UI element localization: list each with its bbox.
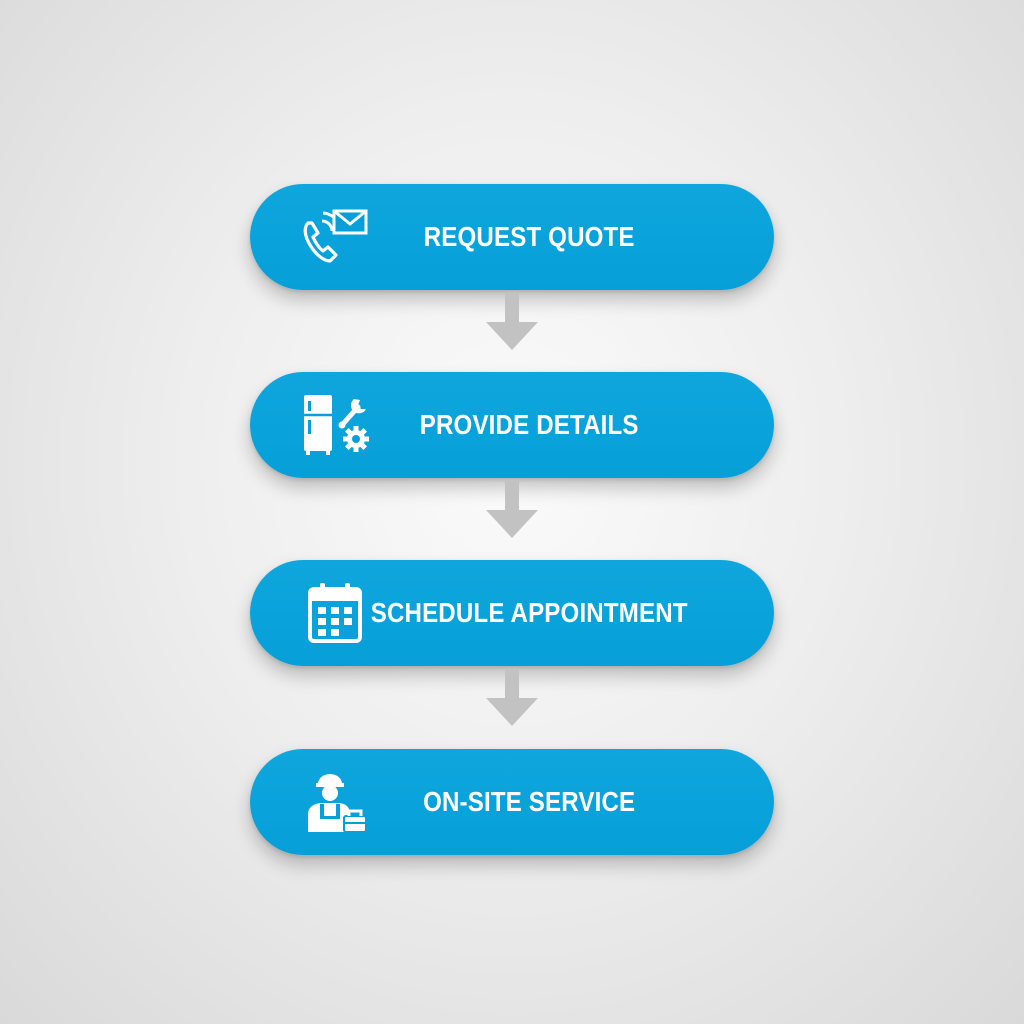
step-label: ON-SITE SERVICE (423, 786, 636, 817)
down-arrow-icon (486, 292, 538, 350)
step-label: PROVIDE DETAILS (419, 409, 639, 440)
step-label: REQUEST QUOTE (423, 221, 635, 252)
down-arrow-icon (486, 480, 538, 538)
fridge-wrench-gear-icon (298, 393, 372, 457)
step-request-quote: REQUEST QUOTE (250, 184, 774, 290)
calendar-icon (298, 581, 372, 645)
technician-toolbox-icon (298, 770, 372, 834)
step-provide-details: PROVIDE DETAILS (250, 372, 774, 478)
phone-envelope-icon (298, 205, 372, 269)
step-label: SCHEDULE APPOINTMENT (370, 597, 688, 628)
down-arrow-icon (486, 668, 538, 726)
step-on-site-service: ON-SITE SERVICE (250, 749, 774, 855)
step-schedule-appointment: SCHEDULE APPOINTMENT (250, 560, 774, 666)
